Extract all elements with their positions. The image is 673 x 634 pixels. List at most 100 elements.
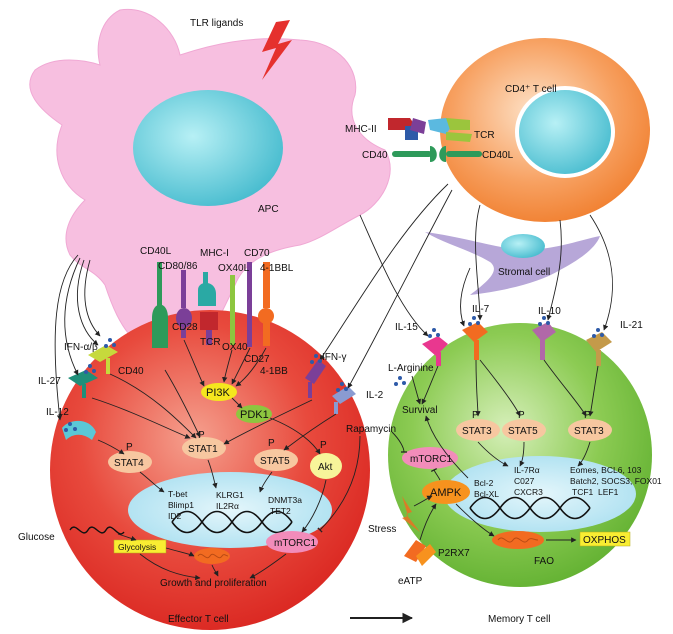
receptor-mhci-tcr [198,272,218,345]
receptor-il7 [462,322,488,360]
cytokine-dots [64,316,604,432]
mem-tcf1: TCF1 [572,487,594,497]
label-cd28: CD28 [172,322,198,333]
stat4-label: STAT4 [114,458,144,469]
cd4-label: CD4⁺ T cell [505,84,557,95]
mtorc1-right-node [402,447,458,469]
glycolysis-label: Glycolysis [118,542,156,552]
stromal-nucleus [501,234,545,258]
nuc-dnmt3a: DNMT3a [268,495,302,505]
fao-label: FAO [534,556,554,567]
stat5-left-p: P [268,438,275,449]
stromal-cell [425,232,600,295]
stat3-b-p: P [584,410,591,421]
label-ox40l: OX40L [218,263,250,274]
mem-bclxl: Bcl-XL [474,489,499,499]
stat4-node [108,451,152,473]
glucose-transporter-icon [69,526,125,535]
stat3-a-label: STAT3 [462,426,492,437]
nuc-il2ra: IL2Rα [216,501,239,511]
stat3-a-node [456,419,500,441]
stat5-right-node [502,419,546,441]
stat1-node [182,437,226,459]
mhc-ii-label: MHC-II [345,124,377,135]
akt-node [310,453,342,479]
label-il27: IL-27 [38,376,61,387]
receptor-ifn-g [305,360,326,398]
label-tcr: TCR [200,337,221,348]
mitochondria-right-icon [492,531,544,549]
stat5-right-p: P [518,410,525,421]
label-ifn-g: IFN-γ [322,352,346,363]
eatp-label: eATP [398,576,423,587]
connector-lines [54,183,613,581]
pdk1-node [236,405,272,423]
stat5-left-node [254,449,298,471]
mem-bcl2: Bcl-2 [474,478,494,488]
stat3-b-label: STAT3 [574,426,604,437]
stat1-p: P [198,430,205,441]
stat3-b-node [568,419,612,441]
glycolysis-box [113,539,167,554]
mem-lef1: LEF1 [598,487,619,497]
survival-label: Survival [402,405,438,416]
pi3k-node [201,383,237,401]
mem-il7ra: IL-7Rα [514,465,540,475]
cd40l-top-label: CD40L [482,150,514,161]
mem-eomes: Eomes, BCL6, 103 [570,465,642,475]
oxphos-box [579,531,631,547]
mem-cd27: C027 [514,476,535,486]
akt-p: P [320,440,327,451]
stromal-label: Stromal cell [498,267,550,278]
receptor-il27 [68,370,98,398]
stat1-label: STAT1 [188,444,218,455]
memory-nucleus [444,456,636,532]
label-il15: IL-15 [395,322,418,333]
receptor-cd40l-cd40 [152,262,168,348]
receptor-il10 [532,322,556,360]
label-cd40l: CD40L [140,246,172,257]
label-il12: IL-12 [46,407,69,418]
receptor-il15 [422,336,448,366]
tlr-ligands-label: TLR ligands [190,18,243,29]
lightning-icon [262,20,292,80]
mhc-ii-tcr-complex [388,118,472,142]
receptor-ifn-ab [88,345,118,374]
label-cd80-86: CD80/86 [158,261,198,272]
label-il2: IL-2 [366,390,384,401]
glucose-label: Glucose [18,532,55,543]
growth-label: Growth and proliferation [160,578,267,589]
memory-label: Memory T cell [488,614,550,625]
label-ifn-ab: IFN-α/β [64,342,98,353]
label-mhc-i: MHC-I [200,248,229,259]
receptor-41bbl-41bb [258,262,274,346]
label-41bbl: 4-1BBL [260,263,294,274]
receptor-ox40l-ox40 [230,275,235,345]
label-cd40: CD40 [118,366,144,377]
cd4-nucleus [515,86,615,178]
label-il7: IL-7 [472,304,490,315]
tcr-top-label: TCR [474,130,495,141]
mtorc1-left-label: mTORC1 [274,538,316,549]
stress-bolt-icon [402,496,420,532]
mtorc1-left-node [266,531,318,553]
ampk-node [422,480,470,504]
receptor-il2 [332,386,356,414]
nuc-tet2: TET2 [270,506,291,516]
receptor-p2rx7 [404,540,436,566]
pdk1-label: PDK1 [240,409,269,421]
nuc-klrg1: KLRG1 [216,490,244,500]
effector-label: Effector T cell [168,614,229,625]
p2rx7-label: P2RX7 [438,548,470,559]
label-il21: IL-21 [620,320,643,331]
stat4-p: P [126,442,133,453]
mem-cxcr3: CXCR3 [514,487,543,497]
label-ox40: OX40 [222,342,248,353]
receptor-cd80-cd28 [176,270,192,338]
nuc-blimp1: Blimp1 [168,500,194,510]
stat5-left-label: STAT5 [260,456,290,467]
apc-label: APC [258,204,279,215]
label-rapamycin: Rapamycin [346,424,396,435]
stress-label: Stress [368,524,396,535]
